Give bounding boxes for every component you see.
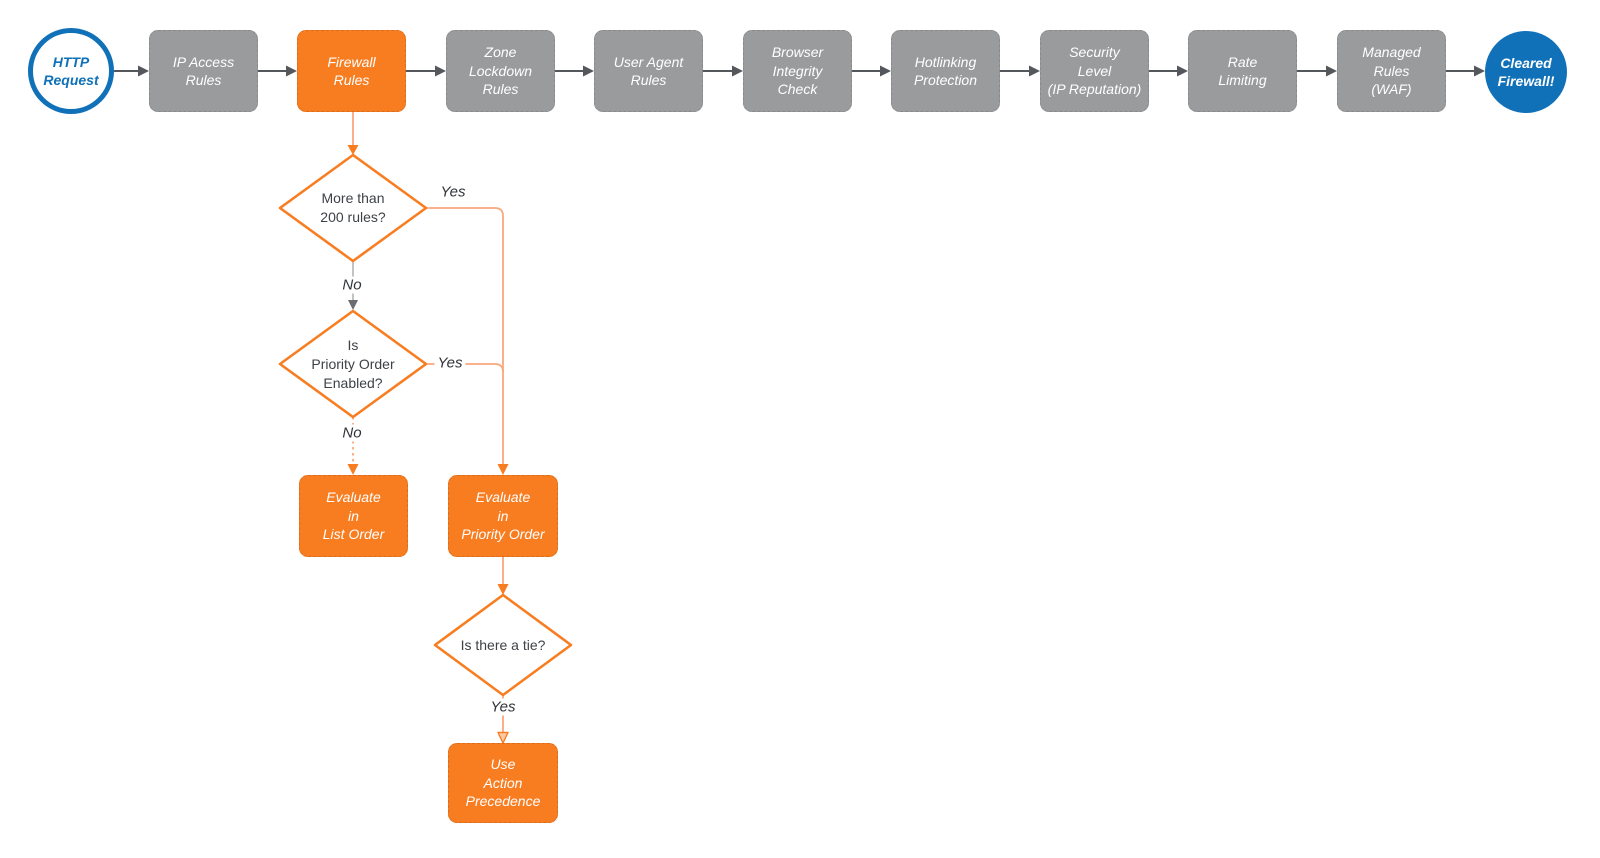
decision-is-there-a-tie-shape [433, 593, 573, 697]
decision-priority-order-enabled-label: Is Priority Order Enabled? [311, 337, 395, 391]
stage-label: Rate Limiting [1218, 53, 1267, 89]
pipeline-arrows [114, 65, 1485, 77]
connector-rules-count-yes [426, 207, 504, 464]
decision-more-than-200-rules-shape [278, 153, 428, 263]
arrowhead-into-list-order [347, 464, 359, 475]
stage-managed-rules-waf: Managed Rules (WAF) [1337, 30, 1446, 112]
action-label: Evaluate in List Order [322, 489, 385, 543]
edge-label-no-priority-enabled: No [339, 424, 365, 442]
arrowhead-into-priority-order [497, 464, 509, 475]
edge-label-yes-priority-enabled: Yes [434, 354, 466, 372]
node-evaluate-in-list-order: Evaluate in List Order [299, 475, 408, 557]
stage-firewall-rules: Firewall Rules [297, 30, 406, 112]
stage-zone-lockdown-rules: Zone Lockdown Rules [446, 30, 555, 112]
stage-label: IP Access Rules [172, 53, 235, 89]
stage-user-agent-rules: User Agent Rules [594, 30, 703, 112]
stage-security-level-ip-reputation: Security Level (IP Reputation) [1040, 30, 1149, 112]
stage-hotlinking-protection: Hotlinking Protection [891, 30, 1000, 112]
stage-label: Browser Integrity Check [771, 44, 824, 98]
arrowhead-into-rules-count [347, 145, 359, 155]
stage-ip-access-rules: IP Access Rules [149, 30, 258, 112]
decision-is-there-a-tie-label: Is there a tie? [460, 637, 546, 653]
action-label: Use Action Precedence [465, 756, 541, 810]
decision-more-than-200-rules-label: More than 200 rules? [320, 190, 386, 225]
stage-rate-limiting: Rate Limiting [1188, 30, 1297, 112]
edge-label-yes-rules-count: Yes [437, 183, 469, 201]
arrowhead-into-priority-enabled [348, 300, 358, 310]
node-cleared-firewall: Cleared Firewall! [1485, 31, 1567, 113]
stage-label: User Agent Rules [613, 53, 684, 89]
stage-label: Managed Rules (WAF) [1362, 44, 1421, 98]
stage-label: Zone Lockdown Rules [468, 44, 533, 98]
stage-label: Security Level (IP Reputation) [1047, 44, 1142, 98]
edge-label-yes-tie: Yes [487, 698, 519, 716]
node-http-request: HTTP Request [28, 28, 114, 114]
node-use-action-precedence: Use Action Precedence [448, 743, 558, 823]
connector-priority-enabled-yes [426, 363, 504, 373]
decision-priority-order-enabled-shape [278, 309, 428, 419]
stage-label: Firewall Rules [327, 53, 376, 89]
node-evaluate-in-priority-order: Evaluate in Priority Order [448, 475, 558, 557]
action-label: Evaluate in Priority Order [461, 489, 545, 543]
stage-browser-integrity-check: Browser Integrity Check [743, 30, 852, 112]
stage-label: Hotlinking Protection [913, 53, 978, 89]
http-request-label: HTTP Request [43, 54, 99, 88]
arrowhead-into-action-precedence [497, 731, 509, 744]
arrowhead-into-tie [497, 584, 509, 595]
edge-label-no-rules-count: No [339, 276, 365, 294]
cleared-firewall-label: Cleared Firewall! [1497, 55, 1555, 89]
